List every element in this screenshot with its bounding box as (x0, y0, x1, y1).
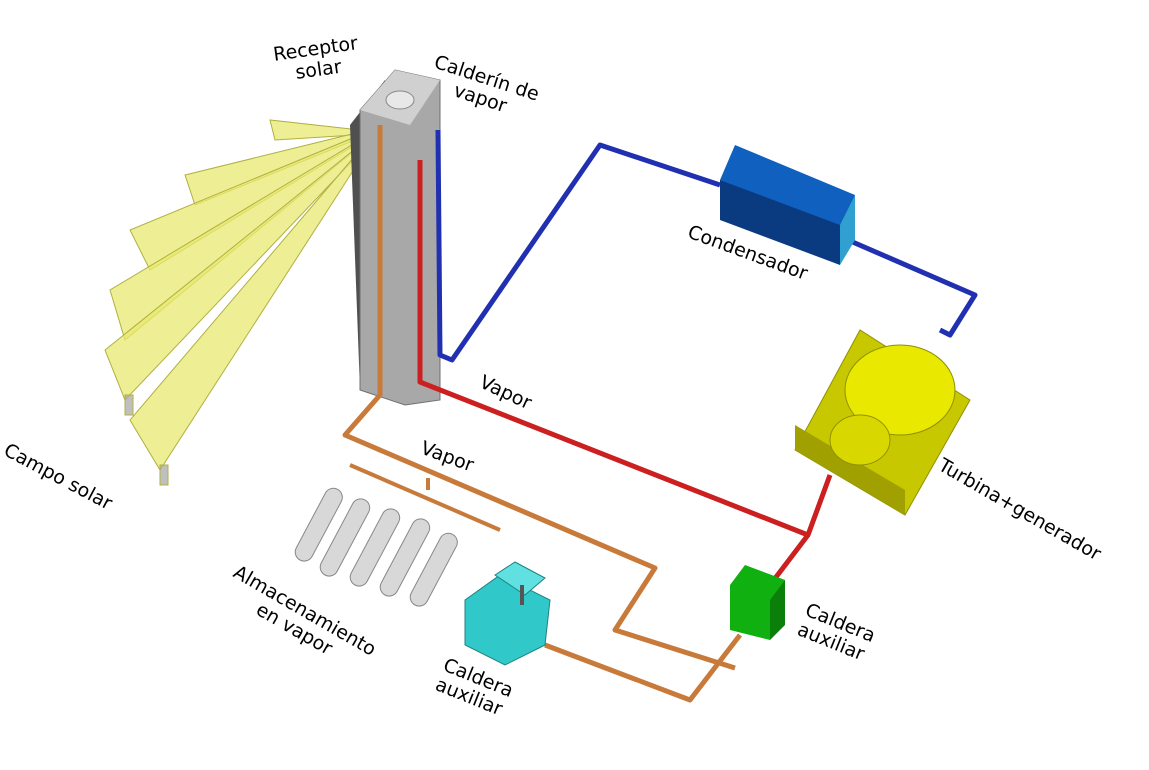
steam-pipe-aux (768, 533, 810, 587)
steam-storage-tanks (294, 487, 458, 607)
storage-header (349, 463, 501, 532)
aux-boiler-teal (464, 561, 551, 666)
steam-pipe (417, 160, 833, 538)
turbine-generator (794, 329, 971, 516)
solar-field (104, 119, 362, 486)
water-pipe-return (847, 237, 978, 338)
aux-boiler-green (730, 565, 785, 640)
receptor-tower (350, 69, 441, 406)
aux-pipe (342, 125, 736, 671)
water-pipe (435, 129, 721, 363)
aux-pipe-2 (544, 633, 742, 703)
condenser (720, 145, 855, 265)
